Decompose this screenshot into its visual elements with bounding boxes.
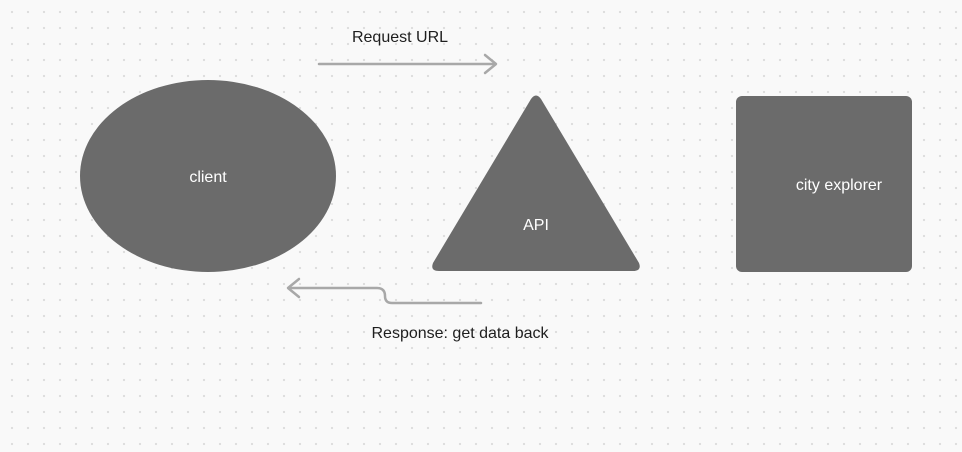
- api-node[interactable]: API: [432, 95, 640, 272]
- request-label: Request URL: [352, 29, 448, 46]
- request-arrowhead: [483, 53, 498, 75]
- response-arrow-line: [287, 286, 483, 305]
- api-label: API: [523, 217, 549, 234]
- response-label: Response: get data back: [371, 325, 549, 342]
- city-explorer-node[interactable]: city explorer: [736, 96, 912, 272]
- client-shape: [80, 80, 336, 272]
- request-arrow[interactable]: Request URL: [317, 29, 498, 75]
- response-arrowhead: [286, 277, 301, 299]
- client-label: client: [189, 169, 227, 186]
- city-explorer-shape: [736, 96, 912, 272]
- client-node[interactable]: client: [80, 80, 336, 272]
- api-shape: [432, 95, 640, 271]
- response-arrow[interactable]: Response: get data back: [286, 277, 550, 342]
- city-explorer-label: city explorer: [796, 177, 883, 194]
